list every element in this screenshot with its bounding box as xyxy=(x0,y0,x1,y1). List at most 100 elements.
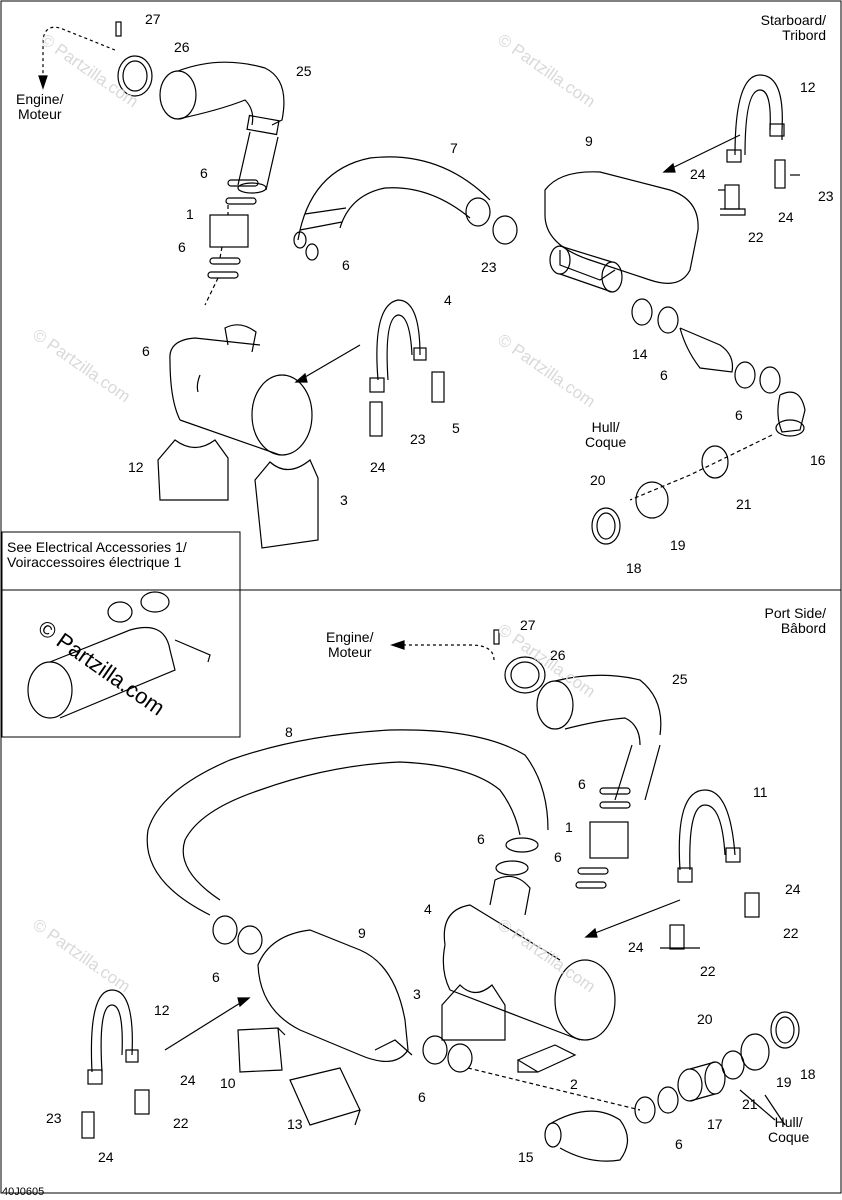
callout: 24 xyxy=(785,881,801,897)
part-9-muffler-box xyxy=(544,171,699,293)
part-9-muffler-box-b xyxy=(257,929,413,1062)
clamps-6-b xyxy=(495,787,631,889)
callout: 27 xyxy=(145,11,161,27)
callout: 24 xyxy=(778,209,794,225)
callout: 10 xyxy=(220,1075,236,1091)
callout: 12 xyxy=(154,1002,170,1018)
callout: 24 xyxy=(690,166,706,182)
part-26-clamp xyxy=(117,55,153,97)
callout: 1 xyxy=(186,206,194,222)
part-3-support-top xyxy=(157,439,229,501)
callout: 25 xyxy=(672,671,688,687)
part-13-pad xyxy=(289,1067,361,1126)
callout: 21 xyxy=(742,1096,758,1112)
callout: 1 xyxy=(565,819,573,835)
part-10-pad xyxy=(237,1027,286,1073)
callout: 25 xyxy=(296,63,312,79)
arrow-to-4 xyxy=(299,344,361,381)
callout: 18 xyxy=(800,1066,816,1082)
part-5-support-top xyxy=(254,459,319,549)
callout: 6 xyxy=(735,407,743,423)
part-15-elbow xyxy=(544,1110,629,1162)
callout: 16 xyxy=(810,452,826,468)
gaskets-top xyxy=(591,445,729,545)
drawing-code: 40J0605 xyxy=(2,1186,45,1198)
callout: 6 xyxy=(578,776,586,792)
part-4-muffler-top xyxy=(169,324,313,456)
callout: 19 xyxy=(776,1074,792,1090)
callout: 6 xyxy=(554,849,562,865)
hull-label-bottom: Hull/Coque xyxy=(768,1114,810,1145)
part-12-strap-top xyxy=(726,74,785,163)
inset-caption: See Electrical Accessories 1/Voiraccesso… xyxy=(7,539,187,570)
clamps-6-top xyxy=(207,179,259,279)
clamps-6-b2 xyxy=(212,915,679,1124)
callout: 3 xyxy=(413,986,421,1002)
callout: 4 xyxy=(444,292,452,308)
clamps-14-16 xyxy=(631,298,806,437)
callout: 6 xyxy=(418,1089,426,1105)
callout: 21 xyxy=(736,496,752,512)
callout: 6 xyxy=(142,343,150,359)
callout: 22 xyxy=(700,963,716,979)
callout: 9 xyxy=(585,133,593,149)
inset-frame xyxy=(1,531,241,738)
callout: 13 xyxy=(287,1116,303,1132)
callout: 15 xyxy=(518,1149,534,1165)
callout: 23 xyxy=(46,1110,62,1126)
callout: 6 xyxy=(660,367,668,383)
callout: 19 xyxy=(670,537,686,553)
part-8-hose xyxy=(146,729,549,916)
part-12-strap-b xyxy=(81,989,150,1139)
engine-label-bottom: Engine/Moteur xyxy=(326,629,374,660)
callout: 9 xyxy=(358,925,366,941)
part-11-strap xyxy=(677,789,741,883)
callout: 12 xyxy=(128,459,144,475)
part-1-sleeve-b xyxy=(589,821,629,859)
callout: 12 xyxy=(800,79,816,95)
port-title: Port Side/Bâbord xyxy=(764,605,826,636)
callout: 8 xyxy=(285,724,293,740)
callout: 22 xyxy=(783,925,799,941)
gaskets-b xyxy=(721,1011,800,1080)
callout: 24 xyxy=(180,1072,196,1088)
part-12-strap-mid xyxy=(369,299,445,437)
engine-label-top: Engine/Moteur xyxy=(16,91,64,122)
part-27-bolt-b xyxy=(493,629,500,645)
callout: 23 xyxy=(481,259,497,275)
callout: 2 xyxy=(570,1076,578,1092)
callout: 22 xyxy=(173,1115,189,1131)
callout: 24 xyxy=(628,939,644,955)
callout: 26 xyxy=(174,39,190,55)
callout: 24 xyxy=(98,1149,114,1165)
callout: 6 xyxy=(477,831,485,847)
part-17-fitting xyxy=(677,1061,726,1102)
arrow-to-9 xyxy=(667,134,741,171)
part-27-bolt xyxy=(115,21,122,37)
callout: 20 xyxy=(697,1011,713,1027)
part-7-hose xyxy=(297,156,491,241)
callout: 14 xyxy=(632,346,648,362)
callout: 23 xyxy=(818,188,834,204)
part-25-elbow-b xyxy=(536,674,662,801)
clamps-6-mid xyxy=(293,197,518,261)
callout: 18 xyxy=(626,560,642,576)
callout: 6 xyxy=(212,969,220,985)
engine-arrow-bottom xyxy=(400,644,495,661)
inset-muffler xyxy=(27,591,211,719)
part-26-clamp-b xyxy=(504,656,546,694)
callout: 6 xyxy=(675,1136,683,1152)
callout: 6 xyxy=(342,257,350,273)
hull-label-top: Hull/Coque xyxy=(585,419,627,450)
callout: 17 xyxy=(707,1116,723,1132)
callout: 22 xyxy=(748,229,764,245)
callout: 23 xyxy=(410,431,426,447)
part-4-muffler-b xyxy=(442,875,616,1041)
callout: 5 xyxy=(452,420,460,436)
callout: 3 xyxy=(340,492,348,508)
callout: 6 xyxy=(200,165,208,181)
callout: 26 xyxy=(550,647,566,663)
